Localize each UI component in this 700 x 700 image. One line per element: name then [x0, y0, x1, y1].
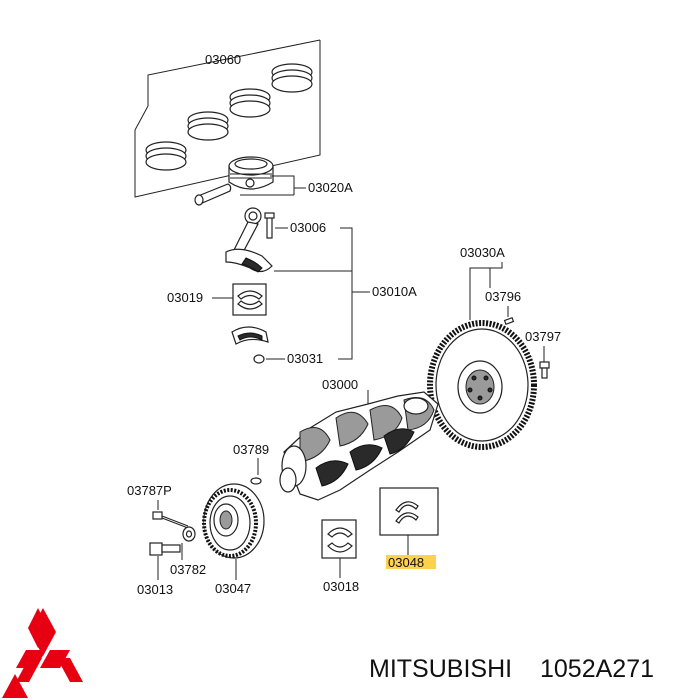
- part-number: 1052A271: [540, 655, 654, 683]
- piston-ring-set-group: 03060: [134, 39, 321, 198]
- damper-pulley: [202, 483, 265, 559]
- piston-pin: [194, 183, 232, 206]
- label-03047: 03047: [215, 581, 251, 596]
- flywheel-group: 03030A 03796 03797: [427, 245, 561, 450]
- label-03796: 03796: [485, 289, 521, 304]
- piston-ring-4: [271, 63, 313, 93]
- thrust-bearing-03048: [379, 487, 439, 536]
- piston-group: 03020A: [194, 156, 353, 206]
- conrod-nut-03031: [253, 354, 265, 364]
- crank-bolt-03013: [149, 542, 181, 556]
- main-bearing-03018: [321, 519, 357, 559]
- label-03782: 03782: [170, 562, 206, 577]
- label-03013: 03013: [137, 582, 173, 597]
- thrust-bearing-group: 03048: [379, 487, 439, 570]
- label-03787p: 03787P: [127, 483, 172, 498]
- conrod-bearing-03019: [232, 283, 267, 316]
- label-03031: 03031: [287, 351, 323, 366]
- label-03010a: 03010A: [372, 284, 417, 299]
- damper-pulley-group: 03047: [202, 483, 265, 596]
- label-03797: 03797: [525, 329, 561, 344]
- ring-box-side: [134, 40, 321, 198]
- piston-ring-3: [229, 88, 271, 118]
- highlight-box: [386, 555, 436, 569]
- label-03020a: 03020A: [308, 180, 353, 195]
- label-03030a: 03030A: [460, 245, 505, 260]
- piston-ring-2: [187, 111, 229, 141]
- washer-03782: [182, 526, 196, 542]
- crankshaft: [279, 391, 439, 501]
- flywheel: [427, 320, 537, 450]
- piston-rings: [145, 63, 313, 171]
- conrod-cap: [231, 326, 269, 345]
- washer-group: 03782: [170, 526, 206, 577]
- pulley-key-03789: [250, 477, 262, 485]
- brand-name: MITSUBISHI: [369, 655, 512, 683]
- bolt-03787p-group: 03787P: [127, 483, 189, 529]
- flywheel-dowel-03796: [503, 316, 515, 326]
- label-03018: 03018: [323, 579, 359, 594]
- bolt-03787p: [152, 511, 189, 529]
- conrod-group: 03006 03010A 03019 03031: [167, 207, 417, 366]
- crankshaft-group: 03000: [279, 377, 439, 501]
- pulley-key-group: 03789: [233, 442, 269, 485]
- label-03019: 03019: [167, 290, 203, 305]
- conrod-bolt-03006: [264, 212, 275, 239]
- connecting-rod: [225, 207, 273, 273]
- mitsubishi-logo-shapes: [2, 608, 83, 698]
- label-03048: 03048: [388, 555, 424, 570]
- main-bearing-group: 03018: [321, 519, 359, 594]
- label-03789: 03789: [233, 442, 269, 457]
- label-03006: 03006: [290, 220, 326, 235]
- flywheel-bolt-03797: [539, 361, 550, 379]
- crank-bolt-group: 03013: [137, 542, 181, 597]
- label-03000: 03000: [322, 377, 358, 392]
- piston-ring-1: [145, 141, 187, 171]
- piston: [228, 156, 274, 190]
- ring-box-top: [147, 39, 321, 106]
- label-03060: 03060: [205, 52, 241, 67]
